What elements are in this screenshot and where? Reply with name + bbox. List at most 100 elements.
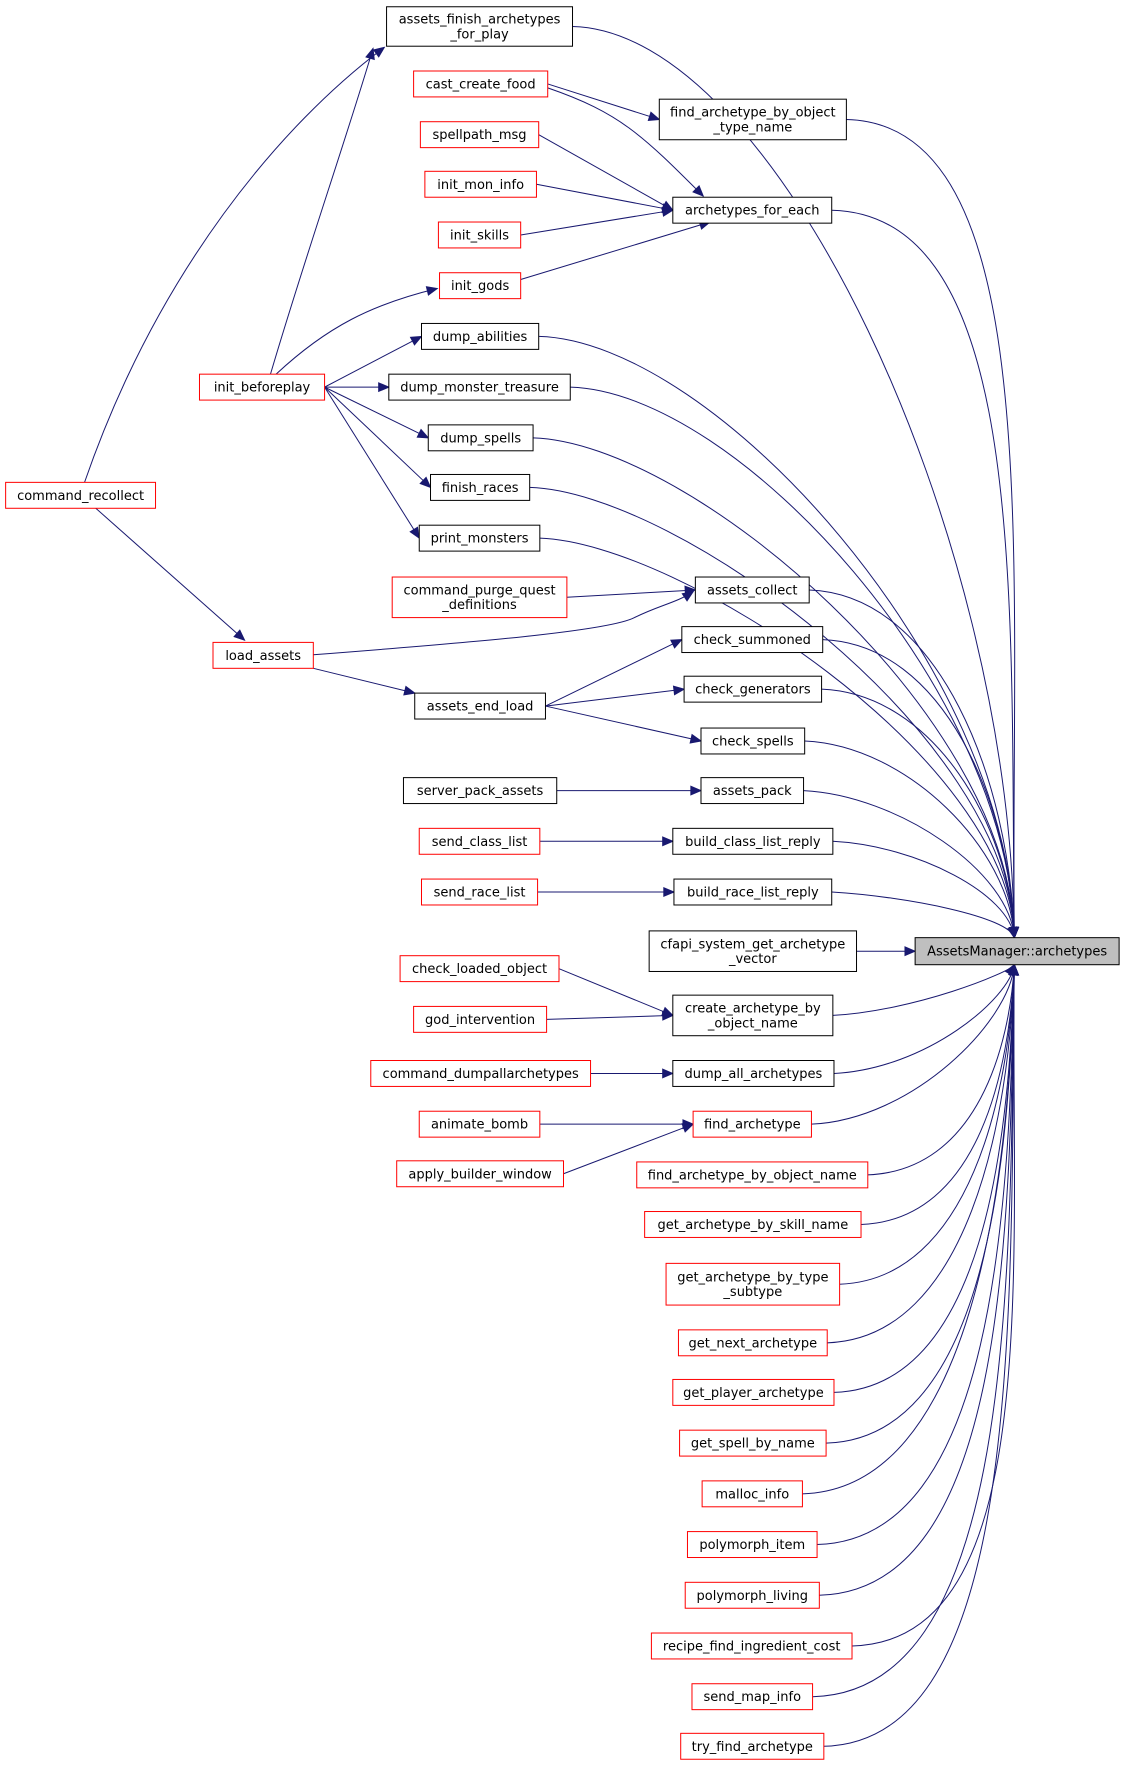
- node-tfa[interactable]: try_find_archetype: [680, 1732, 825, 1760]
- node-dsp[interactable]: dump_spells: [427, 424, 534, 452]
- edge-clo-to-cabon: [558, 968, 675, 1017]
- node-cge[interactable]: check_generators: [683, 675, 823, 703]
- node-ael[interactable]: assets_end_load: [414, 692, 546, 720]
- node-cdaa[interactable]: command_dumpallarchetypes: [370, 1060, 592, 1087]
- node-far[interactable]: find_archetype: [692, 1110, 812, 1138]
- node-gna[interactable]: get_next_archetype: [677, 1329, 828, 1357]
- node-pit[interactable]: polymorph_item: [686, 1531, 818, 1559]
- node-clo[interactable]: check_loaded_object: [399, 955, 560, 983]
- edge-arrowhead: [1007, 926, 1017, 939]
- node-fra[interactable]: finish_races: [430, 473, 531, 501]
- node-smi[interactable]: send_map_info: [691, 1683, 814, 1711]
- node-label: send_class_list: [432, 835, 528, 850]
- node-csp[interactable]: check_spells: [700, 727, 806, 755]
- node-gabsn[interactable]: get_archetype_by_skill_name: [644, 1211, 862, 1238]
- node-box: [691, 1683, 814, 1711]
- edge-line: [819, 964, 1015, 1596]
- node-box: [430, 473, 531, 501]
- edge-ibp-to-dsp: [324, 386, 430, 439]
- node-box: [418, 1110, 541, 1138]
- node-abo[interactable]: animate_bomb: [418, 1110, 541, 1138]
- node-brlr[interactable]: build_race_list_reply: [673, 878, 833, 906]
- edge-line: [803, 790, 1015, 938]
- edge-line: [817, 964, 1015, 1546]
- node-csu[interactable]: check_summoned: [681, 626, 824, 654]
- node-min[interactable]: malloc_info: [701, 1480, 803, 1508]
- nodes-layer: AssetsManager::archetypes assets_finish_a…: [5, 6, 1120, 1760]
- edge-arrowhead: [425, 286, 439, 296]
- edge-line: [827, 964, 1015, 1344]
- edge-arrowhead: [372, 46, 386, 58]
- node-dmt[interactable]: dump_monster_treasure: [388, 373, 571, 401]
- node-box: [700, 777, 805, 805]
- node-label: god_intervention: [425, 1013, 535, 1028]
- node-apa[interactable]: assets_pack: [700, 777, 805, 805]
- node-isk[interactable]: init_skills: [437, 221, 522, 249]
- node-crc[interactable]: command_recollect: [5, 481, 157, 509]
- node-box: [418, 524, 541, 552]
- edge-arrowhead: [663, 886, 676, 898]
- edge-arrowhead: [681, 590, 695, 602]
- edge-line: [547, 87, 704, 197]
- node-igo[interactable]: init_gods: [439, 272, 522, 300]
- node-abw[interactable]: apply_builder_window: [396, 1160, 565, 1188]
- node-las[interactable]: load_assets: [212, 641, 314, 669]
- edge-arrowhead: [647, 111, 661, 122]
- node-dab[interactable]: dump_abilities: [420, 322, 540, 350]
- node-csgav[interactable]: cfapi_system_get_archetype_vector: [648, 930, 858, 972]
- node-pli[interactable]: polymorph_living: [684, 1581, 820, 1609]
- node-gabts[interactable]: get_archetype_by_type_subtype: [665, 1262, 841, 1306]
- node-scl[interactable]: send_class_list: [418, 827, 541, 855]
- node-label: command_recollect: [17, 489, 144, 504]
- node-ccf[interactable]: cast_create_food: [413, 70, 549, 98]
- node-label: get_archetype_by_type: [677, 1270, 828, 1285]
- node-spm[interactable]: spellpath_msg: [419, 121, 540, 149]
- node-daa[interactable]: dump_all_archetypes: [672, 1060, 835, 1087]
- node-label: _for_play: [449, 27, 509, 42]
- node-box: [370, 1060, 592, 1087]
- edge-cpqd-to-aco: [566, 585, 697, 598]
- edge-line: [313, 667, 415, 694]
- node-aco[interactable]: assets_collect: [694, 576, 810, 604]
- node-pmo[interactable]: print_monsters: [418, 524, 541, 552]
- edge-ibp-to-pmo: [324, 386, 420, 540]
- edge-line: [539, 537, 1015, 938]
- edge-line: [547, 83, 660, 120]
- edge-line: [570, 386, 1015, 938]
- node-box: [686, 1531, 818, 1559]
- node-fabotn[interactable]: find_archetype_by_object_type_name: [658, 98, 847, 141]
- node-label: create_archetype_by: [685, 1002, 821, 1017]
- node-cabon[interactable]: create_archetype_by_object_name: [672, 994, 834, 1037]
- node-spa[interactable]: server_pack_assets: [402, 777, 558, 805]
- edge-las-to-aco: [313, 590, 695, 656]
- edge-line: [533, 437, 1015, 938]
- node-box: [402, 777, 558, 805]
- node-root[interactable]: AssetsManager::archetypes: [914, 937, 1120, 966]
- edge-abo-to-far: [539, 1119, 695, 1130]
- node-label: dump_spells: [440, 431, 521, 446]
- node-label: get_player_archetype: [683, 1386, 824, 1401]
- node-afap[interactable]: assets_finish_archetypes_for_play: [386, 6, 574, 47]
- node-imi[interactable]: init_mon_info: [424, 170, 537, 198]
- edge-line: [545, 639, 683, 707]
- node-label: get_next_archetype: [689, 1336, 818, 1351]
- edge-ael-to-cge: [545, 685, 686, 707]
- node-ibp[interactable]: init_beforeplay: [198, 373, 326, 401]
- edge-line: [563, 1123, 694, 1175]
- node-fabon[interactable]: find_archetype_by_object_name: [636, 1161, 869, 1189]
- node-label: check_loaded_object: [412, 962, 547, 977]
- edge-line: [95, 507, 245, 641]
- node-gpa[interactable]: get_player_archetype: [672, 1378, 835, 1406]
- node-gsbn[interactable]: get_spell_by_name: [679, 1429, 827, 1457]
- node-gin[interactable]: god_intervention: [413, 1005, 548, 1033]
- node-bclr[interactable]: build_class_list_reply: [672, 827, 834, 855]
- edge-line: [833, 964, 1015, 1393]
- edge-line: [275, 288, 438, 375]
- node-cpqd[interactable]: command_purge_quest_definitions: [391, 576, 568, 619]
- edge-arrowhead: [662, 836, 675, 847]
- node-srl[interactable]: send_race_list: [420, 878, 539, 906]
- node-afe[interactable]: archetypes_for_each: [672, 196, 833, 224]
- node-box: [644, 1211, 862, 1238]
- edge-gin-to-cabon: [546, 1010, 675, 1021]
- node-rfic[interactable]: recipe_find_ingredient_cost: [650, 1632, 853, 1660]
